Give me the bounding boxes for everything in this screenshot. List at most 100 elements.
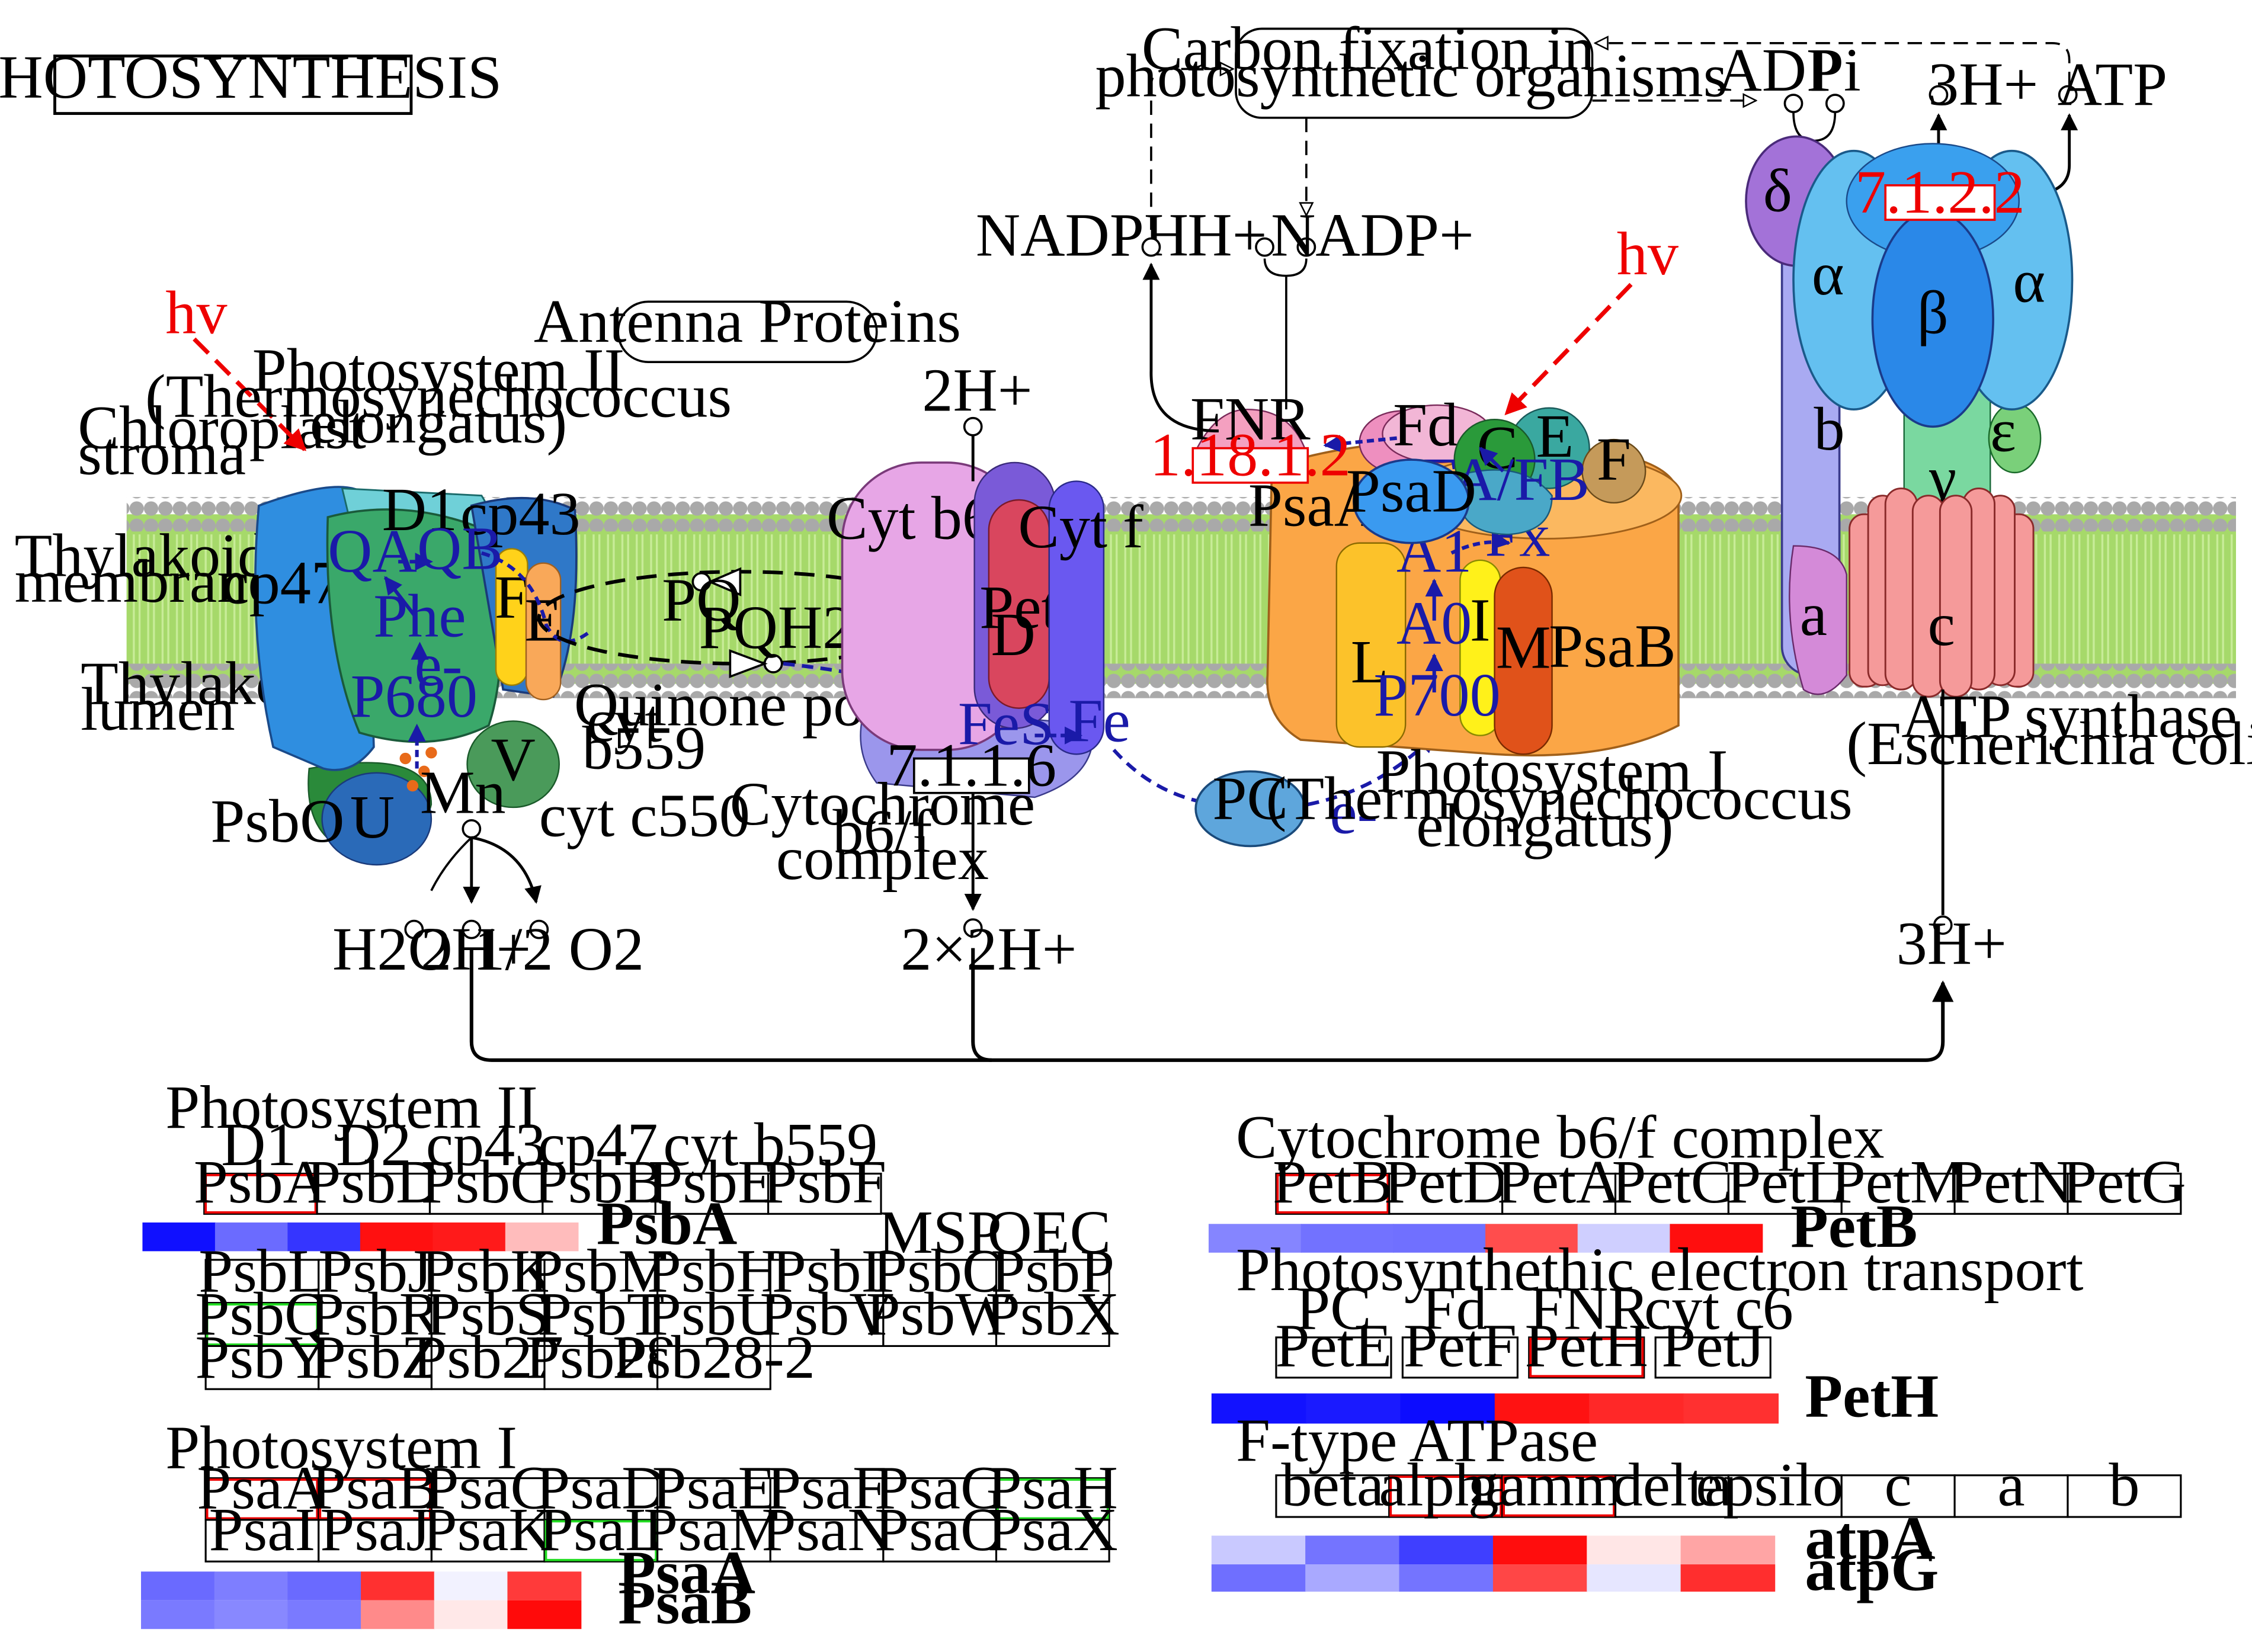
cytc550-label: cyt c550: [539, 781, 750, 849]
subunit-psad: [1353, 458, 1470, 544]
heat-cell-atpa-2: [1399, 1535, 1494, 1565]
heat-cell-psaa-0: [141, 1571, 215, 1600]
gene-label-psbz: PsbZ: [312, 1323, 438, 1391]
gene-box-psbt[interactable]: [543, 1302, 659, 1348]
ps2-heatmap: [142, 1222, 579, 1252]
gene-box-psb28[interactable]: [543, 1345, 659, 1390]
gene-label-petb: PetB: [1273, 1147, 1393, 1216]
antenna-proteins-link[interactable]: Antenna Proteins: [534, 287, 961, 363]
gene-box-psbu[interactable]: [656, 1302, 771, 1348]
gene-box-psbx[interactable]: [995, 1302, 1110, 1348]
ps2-gene-table: Photosystem II D1 D2 cp43 cp47 cyt b559 …: [142, 1073, 1120, 1391]
ec-18112-label: 1.18.1.2: [1150, 421, 1351, 489]
ps2-header-oec: OEC: [987, 1198, 1111, 1266]
gene-box-psbo[interactable]: [882, 1259, 998, 1304]
gene-box-psbr[interactable]: [318, 1302, 433, 1348]
ps2-header-d2: D2: [336, 1110, 411, 1179]
gene-label-psan: PsaN: [761, 1495, 892, 1564]
gene-box-psao[interactable]: [882, 1519, 998, 1563]
ps2-title-3: elongatus): [310, 387, 567, 456]
gene-label-psb27: Psb27: [412, 1323, 563, 1391]
u-label: U: [350, 782, 395, 851]
heat-cell-psab-1: [214, 1600, 289, 1629]
gene-box-peth[interactable]: [1528, 1336, 1645, 1379]
plastocyanin[interactable]: PC e-: [1112, 734, 1436, 848]
gene-box-psal[interactable]: [543, 1519, 659, 1563]
heat-cell-atpa-0: [1211, 1535, 1306, 1565]
gene-box-peta[interactable]: [1501, 1172, 1617, 1215]
gene-box-psbf[interactable]: [767, 1172, 882, 1215]
gene-box-psbw[interactable]: [882, 1302, 998, 1348]
gene-box-petj[interactable]: [1654, 1336, 1772, 1379]
gene-box-psbq[interactable]: [204, 1302, 320, 1348]
cytochrome-b6f-complex[interactable]: Cyt b6 Pet D Cyt f FeS Fe 7.1.1.6 Cytoch…: [730, 461, 1143, 893]
three-h-top-label: 3H+: [1928, 50, 2038, 118]
atp-synthase[interactable]: a b δ ε γ α α β 7.1.2.2 c 3H+ ATP s: [1745, 135, 2252, 977]
gene-box-psah[interactable]: [995, 1477, 1110, 1521]
photosystem-i[interactable]: PsaA L I M PsaB A1 A0 P700 Fx Fd E F C F…: [1150, 384, 1853, 859]
gene-highlight-psaa: [206, 1478, 319, 1520]
gene-label-psah: PsaH: [988, 1453, 1118, 1522]
atpase-heat-label-atpa: atpA: [1805, 1503, 1935, 1572]
gene-box-petn[interactable]: [1953, 1172, 2069, 1215]
gene-box-petg[interactable]: [2067, 1172, 2182, 1215]
heat-cell-psba-4: [433, 1222, 507, 1252]
gene-box-psak[interactable]: [430, 1519, 546, 1563]
ec-18112-box[interactable]: [1191, 447, 1309, 484]
gene-box-psbe[interactable]: [654, 1172, 770, 1215]
gene-box-alpha[interactable]: [1388, 1474, 1504, 1518]
gene-box-psb28-2[interactable]: [656, 1345, 771, 1390]
gene-box-petf[interactable]: [1401, 1336, 1519, 1379]
gene-box-psbd[interactable]: [316, 1172, 431, 1215]
fnr-label: FNR: [1190, 384, 1311, 453]
gene-box-b[interactable]: [2067, 1474, 2182, 1518]
heat-cell-atpg-4: [1587, 1564, 1681, 1592]
gene-box-c[interactable]: [1840, 1474, 1956, 1518]
ec-7116-box[interactable]: [912, 757, 1030, 794]
gene-box-psbc[interactable]: [428, 1172, 544, 1215]
subunit-m: [1494, 566, 1553, 755]
light-hv-right: hv: [1504, 219, 1679, 416]
gene-box-psai[interactable]: [204, 1519, 320, 1563]
atpase-gene-table: F-type ATPase betaalphagammadeltaepsilon…: [1211, 1406, 2182, 1604]
gene-label-psba: PsbA: [194, 1147, 328, 1216]
gene-box-psaa[interactable]: [204, 1477, 320, 1521]
gene-label-psbs: PsbS: [426, 1279, 550, 1348]
gene-box-epsilon[interactable]: [1727, 1474, 1843, 1518]
adp-label: ADP: [1717, 36, 1841, 104]
heat-cell-psab-3: [361, 1600, 435, 1629]
ps1-table-title: Photosystem I: [165, 1413, 517, 1482]
gene-label-b: b: [2109, 1451, 2139, 1519]
heat-cell-psba-1: [214, 1222, 289, 1252]
gene-box-petl[interactable]: [1727, 1172, 1843, 1215]
ps2-header-d1: D1: [221, 1110, 296, 1179]
carbon-fixation-link[interactable]: Carbon fixation in photosynthetic organi…: [1095, 14, 1728, 119]
l-label: L: [1351, 627, 1389, 696]
gene-box-psam[interactable]: [656, 1519, 771, 1563]
gene-box-psby[interactable]: [204, 1345, 320, 1390]
gene-box-pete[interactable]: [1275, 1336, 1392, 1379]
gene-box-psax[interactable]: [995, 1519, 1110, 1563]
gene-box-petc[interactable]: [1614, 1172, 1729, 1215]
delta-label: δ: [1763, 156, 1792, 225]
subunit-e: [525, 562, 562, 701]
ec-7122-box[interactable]: [1884, 184, 1996, 221]
nadph-region: NADPH H+ NADP+: [976, 69, 1474, 432]
gene-box-psac[interactable]: [430, 1477, 546, 1521]
hv-label-right: hv: [1617, 219, 1679, 288]
gene-label-psai: PsaI: [209, 1495, 316, 1564]
gene-box-psan[interactable]: [769, 1519, 885, 1563]
gene-box-gamma[interactable]: [1501, 1474, 1617, 1518]
gene-box-petm[interactable]: [1840, 1172, 1956, 1215]
gene-box-psba[interactable]: [203, 1172, 318, 1215]
atpase-heatmap: [1211, 1535, 1776, 1592]
ec-7116-label: 7.1.1.6: [886, 731, 1056, 800]
gene-box-psaf[interactable]: [769, 1477, 885, 1521]
cyt-heatmap: [1208, 1224, 1763, 1253]
photosystem-ii[interactable]: Photosystem II (Thermosynechococcus elon…: [145, 336, 750, 904]
gene-box-petd[interactable]: [1388, 1172, 1504, 1215]
gene-box-beta[interactable]: [1275, 1474, 1391, 1518]
